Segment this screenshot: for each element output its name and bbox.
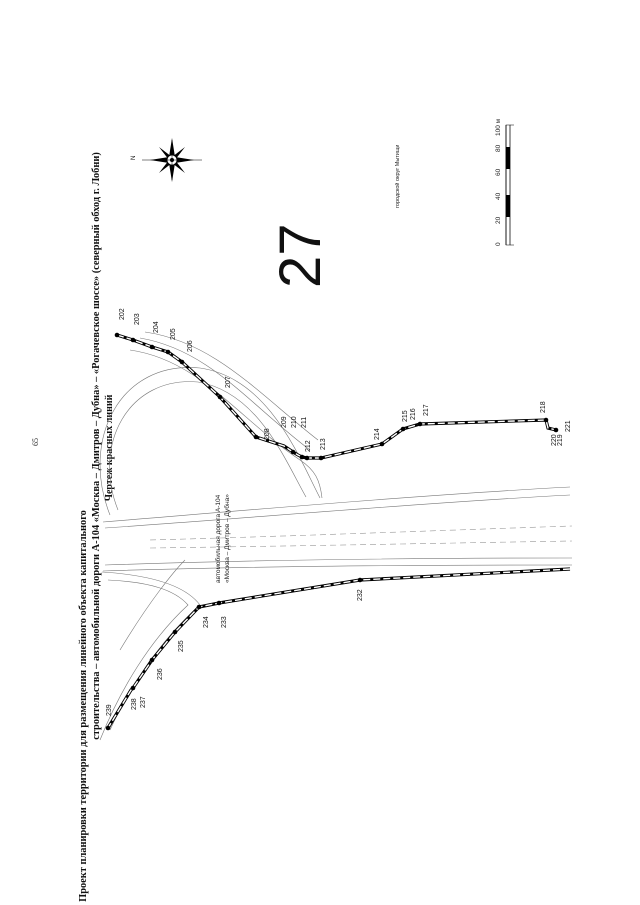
point-label-236: 236 <box>157 668 164 680</box>
road-label-line-2: «Москва – Дмитров – Дубна» <box>223 494 231 583</box>
point-label-238: 238 <box>131 698 138 710</box>
north-marker: N <box>131 156 137 160</box>
point-label-205: 205 <box>170 328 177 340</box>
point-label-239: 239 <box>106 704 113 716</box>
point-label-237: 237 <box>140 696 147 708</box>
scale-tick-0: 0 <box>495 242 502 246</box>
scale-tick-40: 40 <box>495 192 502 200</box>
point-label-204: 204 <box>153 321 160 333</box>
point-label-234: 234 <box>203 616 210 628</box>
zone-number: 27 <box>268 223 333 288</box>
point-label-220: 220 <box>551 434 558 446</box>
point-label-202: 202 <box>119 308 126 320</box>
point-label-218: 218 <box>540 401 547 413</box>
point-label-214: 214 <box>374 428 381 440</box>
compass-rose-icon <box>142 138 202 182</box>
scale-bar-labels: 0 20 40 60 80 100 м <box>495 118 502 246</box>
point-label-209: 209 <box>281 416 288 428</box>
scale-tick-80: 80 <box>495 144 502 152</box>
point-label-217: 217 <box>423 404 430 416</box>
point-label-211: 211 <box>301 417 308 428</box>
red-line-upper <box>116 333 557 460</box>
point-label-208: 208 <box>264 428 271 440</box>
road-geometry <box>99 331 573 741</box>
point-label-212: 212 <box>305 440 312 452</box>
scale-tick-60: 60 <box>495 168 502 176</box>
point-labels: 202 203 204 205 206 207 208 209 210 211 … <box>106 308 572 716</box>
district-label: городской округ Мытищи <box>394 145 401 209</box>
point-label-235: 235 <box>178 640 185 652</box>
point-label-221: 221 <box>565 420 572 432</box>
point-label-215: 215 <box>402 410 409 422</box>
road-label-line-1: автомобильная дорога А-104 <box>214 494 222 583</box>
point-label-213: 213 <box>320 438 327 450</box>
scale-bar <box>505 124 514 246</box>
scale-tick-20: 20 <box>495 216 502 224</box>
point-label-232: 232 <box>357 589 364 601</box>
point-label-233: 233 <box>221 616 228 628</box>
point-markers <box>105 332 559 731</box>
scale-tick-100: 100 м <box>495 118 502 136</box>
point-label-219: 219 <box>557 434 564 446</box>
point-label-206: 206 <box>187 340 194 352</box>
point-label-207: 207 <box>225 376 232 388</box>
point-label-203: 203 <box>134 313 141 325</box>
point-label-210: 210 <box>291 416 298 428</box>
point-label-216: 216 <box>410 408 417 420</box>
